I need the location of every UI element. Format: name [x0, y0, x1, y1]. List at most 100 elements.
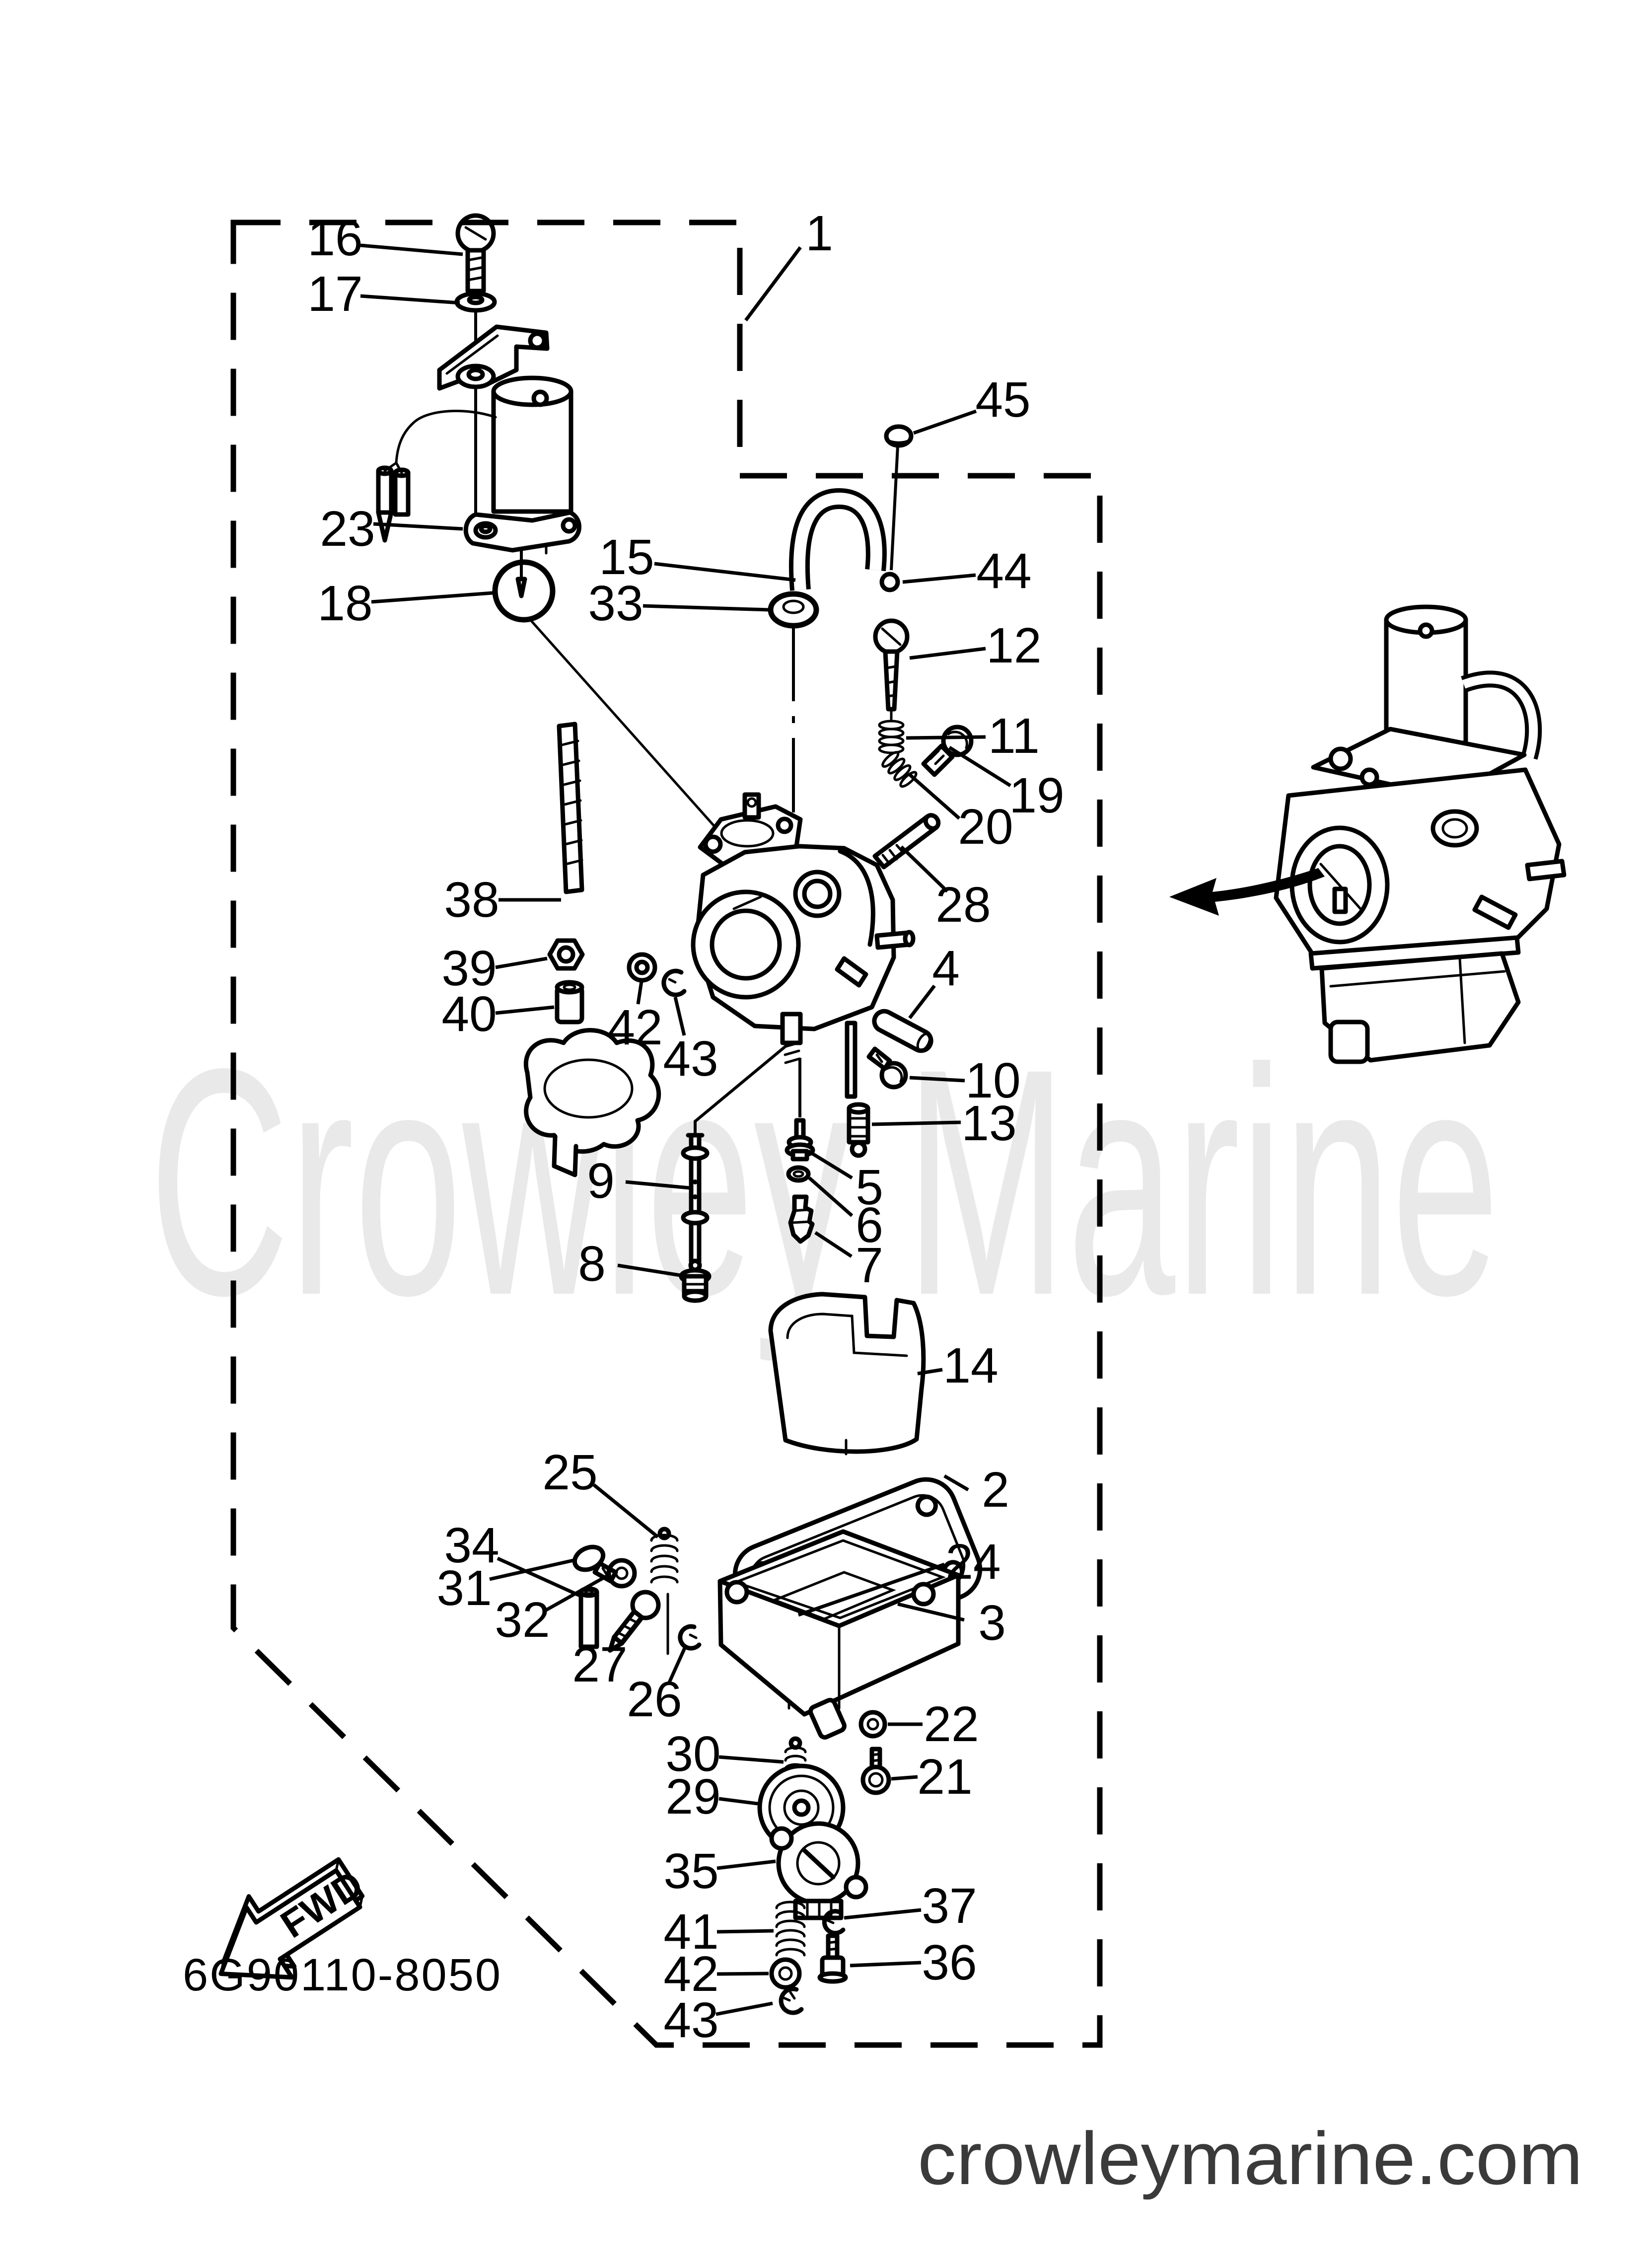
- callout-label-43-44: 43: [663, 1992, 718, 2048]
- stud-bolt-28-drawing: [872, 813, 941, 870]
- main-nozzle-5-drawing: [785, 1118, 815, 1162]
- pilot-screw-12-drawing: [873, 618, 910, 721]
- inset-pointer-arrow: [1169, 868, 1325, 916]
- washer-32-drawing: [606, 1558, 637, 1589]
- throttle-rod-38-drawing: [557, 722, 584, 894]
- callout-label-40-39: 40: [441, 986, 497, 1042]
- callout-leader-34-33: [497, 1556, 583, 1599]
- callout-leader-1-0: [744, 246, 802, 322]
- callout-leader-9-8: [625, 1180, 690, 1190]
- needle-axis-line: [694, 1042, 789, 1134]
- callout-leader-43-44: [715, 2001, 773, 2016]
- callout-label-36-35: 36: [922, 1935, 977, 1990]
- callout-label-1-0: 1: [805, 206, 833, 261]
- plug-screw-13-drawing: [847, 1102, 870, 1158]
- callout-leader-4-3: [908, 984, 936, 1020]
- callout-leader-13-12: [871, 1120, 961, 1126]
- plug-cap-45-drawing: [884, 424, 914, 448]
- callout-leader-10-9: [909, 1076, 965, 1083]
- callout-label-18-17: 18: [317, 576, 372, 631]
- callout-leader-19-18: [948, 746, 1011, 787]
- callout-label-37-36: 37: [922, 1878, 977, 1934]
- choke-solenoid-23-drawing: [376, 375, 581, 598]
- website-text: crowleymarine.com: [918, 2117, 1583, 2200]
- callout-leader-6-5: [808, 1176, 854, 1217]
- dowel-pin-34-drawing: [578, 1586, 599, 1649]
- mount-bracket-drawing: [437, 324, 550, 391]
- spring-25-drawing: [650, 1527, 679, 1584]
- callout-label-5-4: 5: [856, 1160, 883, 1215]
- callout-label-15-14: 15: [599, 529, 654, 585]
- callout-leader-23-22: [373, 522, 463, 531]
- callout-label-3-2: 3: [978, 1595, 1006, 1651]
- ball-44-drawing: [879, 572, 900, 592]
- washer-42b-drawing: [769, 1957, 802, 1990]
- callout-label-27-26: 27: [572, 1637, 627, 1692]
- callout-leader-12-11: [909, 647, 986, 660]
- washer-42a-drawing: [627, 952, 657, 983]
- callout-label-11-10: 11: [988, 708, 1040, 764]
- callout-label-43-42: 43: [663, 1031, 718, 1087]
- callout-leader-26-25: [666, 1644, 688, 1685]
- callout-layer: 1234567891011121314151617181920212223242…: [307, 206, 1064, 2048]
- callout-label-30-29: 30: [665, 1726, 720, 1782]
- grommet-33-drawing: [768, 591, 819, 629]
- callout-label-42-43: 42: [663, 1946, 718, 2002]
- callout-label-23-22: 23: [320, 501, 375, 557]
- callout-leader-40-39: [495, 1005, 555, 1015]
- e-clip-43a-drawing: [661, 968, 687, 997]
- callout-label-39-38: 39: [441, 941, 497, 996]
- screw-36-drawing: [817, 1933, 848, 1984]
- nut-39-drawing: [547, 938, 585, 971]
- callout-label-25-24: 25: [542, 1445, 597, 1500]
- bolt-21-drawing: [860, 1747, 891, 1795]
- callout-label-8-7: 8: [578, 1236, 606, 1292]
- callout-label-34-33: 34: [444, 1518, 499, 1573]
- spring-20-drawing: [881, 751, 918, 788]
- screw-16-drawing: [455, 213, 496, 293]
- callout-leader-37-36: [844, 1908, 922, 1920]
- callout-leader-17-16: [360, 294, 460, 305]
- callout-label-31-30: 31: [436, 1560, 492, 1616]
- callout-label-32-31: 32: [495, 1592, 550, 1648]
- o-ring-22-drawing: [858, 1710, 887, 1739]
- callout-label-28-27: 28: [935, 877, 991, 933]
- spring-11-drawing: [878, 720, 905, 754]
- callout-leader-41-40: [716, 1929, 774, 1934]
- callout-label-35-34: 35: [663, 1843, 718, 1899]
- callout-label-9-8: 9: [587, 1153, 615, 1209]
- callout-label-7-6: 7: [856, 1238, 883, 1293]
- valve-seat-8-drawing: [679, 1258, 712, 1303]
- callout-leader-39-38: [495, 956, 548, 969]
- callout-label-29-28: 29: [665, 1769, 720, 1825]
- callout-label-24-23: 24: [945, 1534, 1000, 1590]
- callout-leader-7-6: [814, 1231, 853, 1258]
- callout-label-13-12: 13: [961, 1096, 1016, 1151]
- callout-label-45-46: 45: [975, 372, 1030, 428]
- callout-leader-42-41: [636, 981, 643, 1005]
- callout-leader-29-28: [718, 1797, 758, 1806]
- callout-label-10-9: 10: [965, 1053, 1020, 1108]
- callout-label-26-25: 26: [627, 1672, 682, 1727]
- callout-leader-2-1: [943, 1474, 969, 1492]
- callout-label-42-41: 42: [607, 1000, 662, 1055]
- callout-leader-11-10: [906, 735, 986, 740]
- clip-26-drawing: [678, 1624, 702, 1651]
- callout-leader-3-2: [897, 1602, 965, 1622]
- callout-leader-5-4: [807, 1150, 853, 1179]
- callout-label-44-45: 44: [976, 543, 1031, 599]
- callout-leader-36-35: [850, 1961, 922, 1968]
- callout-label-19-18: 19: [1009, 768, 1064, 823]
- fuel-hose-15-drawing: [788, 488, 887, 591]
- callout-label-21-20: 21: [917, 1749, 972, 1805]
- callout-leader-21-20: [891, 1775, 918, 1781]
- spring-30-drawing: [784, 1736, 807, 1770]
- callout-label-33-32: 33: [588, 576, 643, 631]
- pump-cover-drawing: [523, 1028, 661, 1177]
- callout-leader-45-46: [913, 409, 977, 435]
- callout-label-41-40: 41: [663, 1904, 718, 1960]
- callout-leader-16-15: [360, 243, 463, 256]
- spacer-40-drawing: [555, 980, 584, 1024]
- screw-19-drawing: [921, 725, 974, 777]
